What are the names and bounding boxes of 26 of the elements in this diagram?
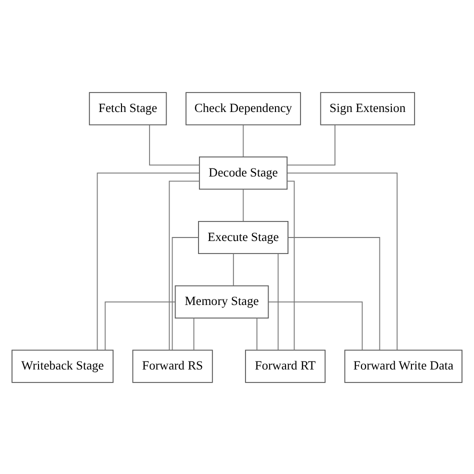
connector bbox=[286, 180, 295, 350]
connector bbox=[242, 124, 244, 157]
node-box: Sign Extension bbox=[320, 92, 416, 125]
node-box: Forward Write Data bbox=[344, 349, 462, 382]
node-box: Execute Stage bbox=[198, 220, 288, 254]
node-box: Forward RS bbox=[132, 349, 213, 382]
node-box: Decode Stage bbox=[198, 156, 288, 190]
connector bbox=[193, 317, 194, 350]
connector bbox=[268, 300, 363, 350]
connector bbox=[288, 236, 380, 350]
node-box: Forward RT bbox=[245, 349, 326, 382]
connector bbox=[149, 124, 200, 165]
node-box: Writeback Stage bbox=[12, 349, 114, 382]
node-box: Check Dependency bbox=[186, 92, 301, 125]
connector bbox=[168, 180, 200, 350]
connector bbox=[96, 172, 200, 350]
node-box: Memory Stage bbox=[174, 284, 269, 318]
connector bbox=[278, 252, 279, 350]
connector bbox=[242, 188, 244, 221]
connector bbox=[286, 124, 336, 165]
connector bbox=[232, 252, 234, 286]
connector bbox=[256, 317, 258, 350]
connector bbox=[286, 172, 398, 350]
connector bbox=[172, 236, 199, 350]
connector bbox=[104, 300, 176, 350]
node-box: Fetch Stage bbox=[88, 92, 167, 125]
